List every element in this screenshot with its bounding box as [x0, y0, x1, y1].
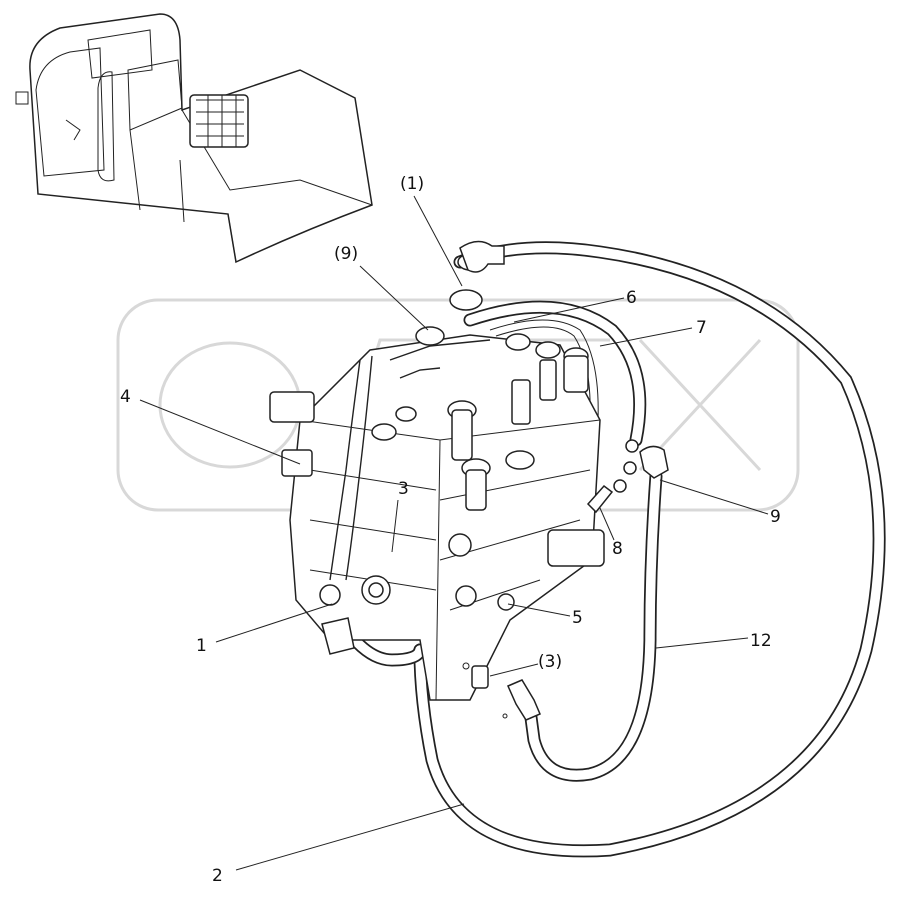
leader-c-1: [215, 603, 333, 643]
leader-c-2: [235, 803, 465, 871]
callout-6: 6: [626, 288, 637, 308]
callout-1-paren: (1): [400, 174, 424, 194]
leader-c-9-paren: [359, 265, 429, 331]
callout-5: 5: [572, 608, 583, 628]
leader-c-12: [655, 637, 749, 649]
hoses: [341, 241, 886, 858]
callout-7: 7: [696, 318, 707, 338]
callout-8: 8: [612, 539, 623, 559]
leader-c-8: [599, 507, 615, 541]
callout-labels: (1) (9) 6 7 4 3 9 8 5 1 (3) 12 2: [120, 174, 781, 886]
fittings: [459, 240, 669, 721]
leader-c-4: [139, 399, 301, 465]
leader-c-3-paren: [489, 663, 539, 677]
leader-lines: [139, 195, 769, 871]
excavator-thumbnail: [15, 13, 373, 264]
callout-9-paren: (9): [334, 244, 358, 264]
leader-c-5: [507, 603, 571, 617]
control-valve-assembly: [269, 253, 605, 701]
leader-c-1-paren: [413, 195, 463, 287]
leader-c-6: [513, 297, 625, 323]
leader-c-3: [391, 499, 399, 553]
leader-c-7: [599, 327, 693, 347]
callout-1: 1: [196, 636, 207, 656]
leader-c-9: [659, 479, 769, 515]
callout-2: 2: [212, 866, 223, 886]
callout-9: 9: [770, 507, 781, 527]
callout-3: 3: [398, 479, 409, 499]
callout-4: 4: [120, 387, 131, 407]
callout-3-paren: (3): [538, 652, 562, 672]
callout-12: 12: [750, 631, 772, 651]
